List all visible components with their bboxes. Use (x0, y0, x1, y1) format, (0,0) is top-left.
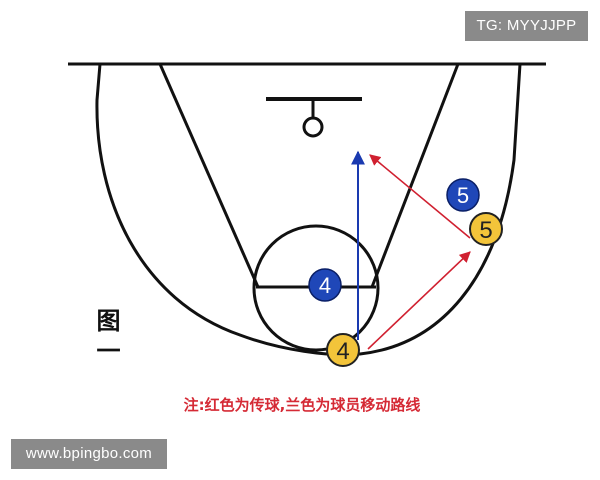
yellow-player-5: 5 (469, 212, 503, 246)
blue-player-4-number: 4 (319, 273, 331, 298)
court-lines (68, 62, 546, 357)
rim (302, 116, 324, 138)
three-point-arc (95, 63, 522, 357)
lane-left (158, 63, 260, 288)
pass-line-to-5 (367, 251, 471, 350)
watermark-bottom-badge: www.bpingbo.com (11, 439, 167, 469)
pass-line-to-basket (369, 154, 471, 239)
yellow-player-4: 4 (326, 333, 360, 367)
legend-note: 注:红色为传球,兰色为球员移动路线 (184, 396, 421, 414)
blue-player-5-number: 5 (457, 183, 469, 208)
blue-player-4: 4 (308, 268, 342, 302)
yellow-player-4-number: 4 (336, 338, 349, 365)
blue-player-5: 5 (446, 178, 480, 212)
free-throw-circle (252, 224, 380, 352)
watermark-top-badge: TG: MYYJJPP (465, 11, 588, 41)
yellow-player-5-number: 5 (479, 217, 492, 244)
lane-right (370, 63, 460, 288)
figure-label: 图一 (92, 308, 120, 368)
